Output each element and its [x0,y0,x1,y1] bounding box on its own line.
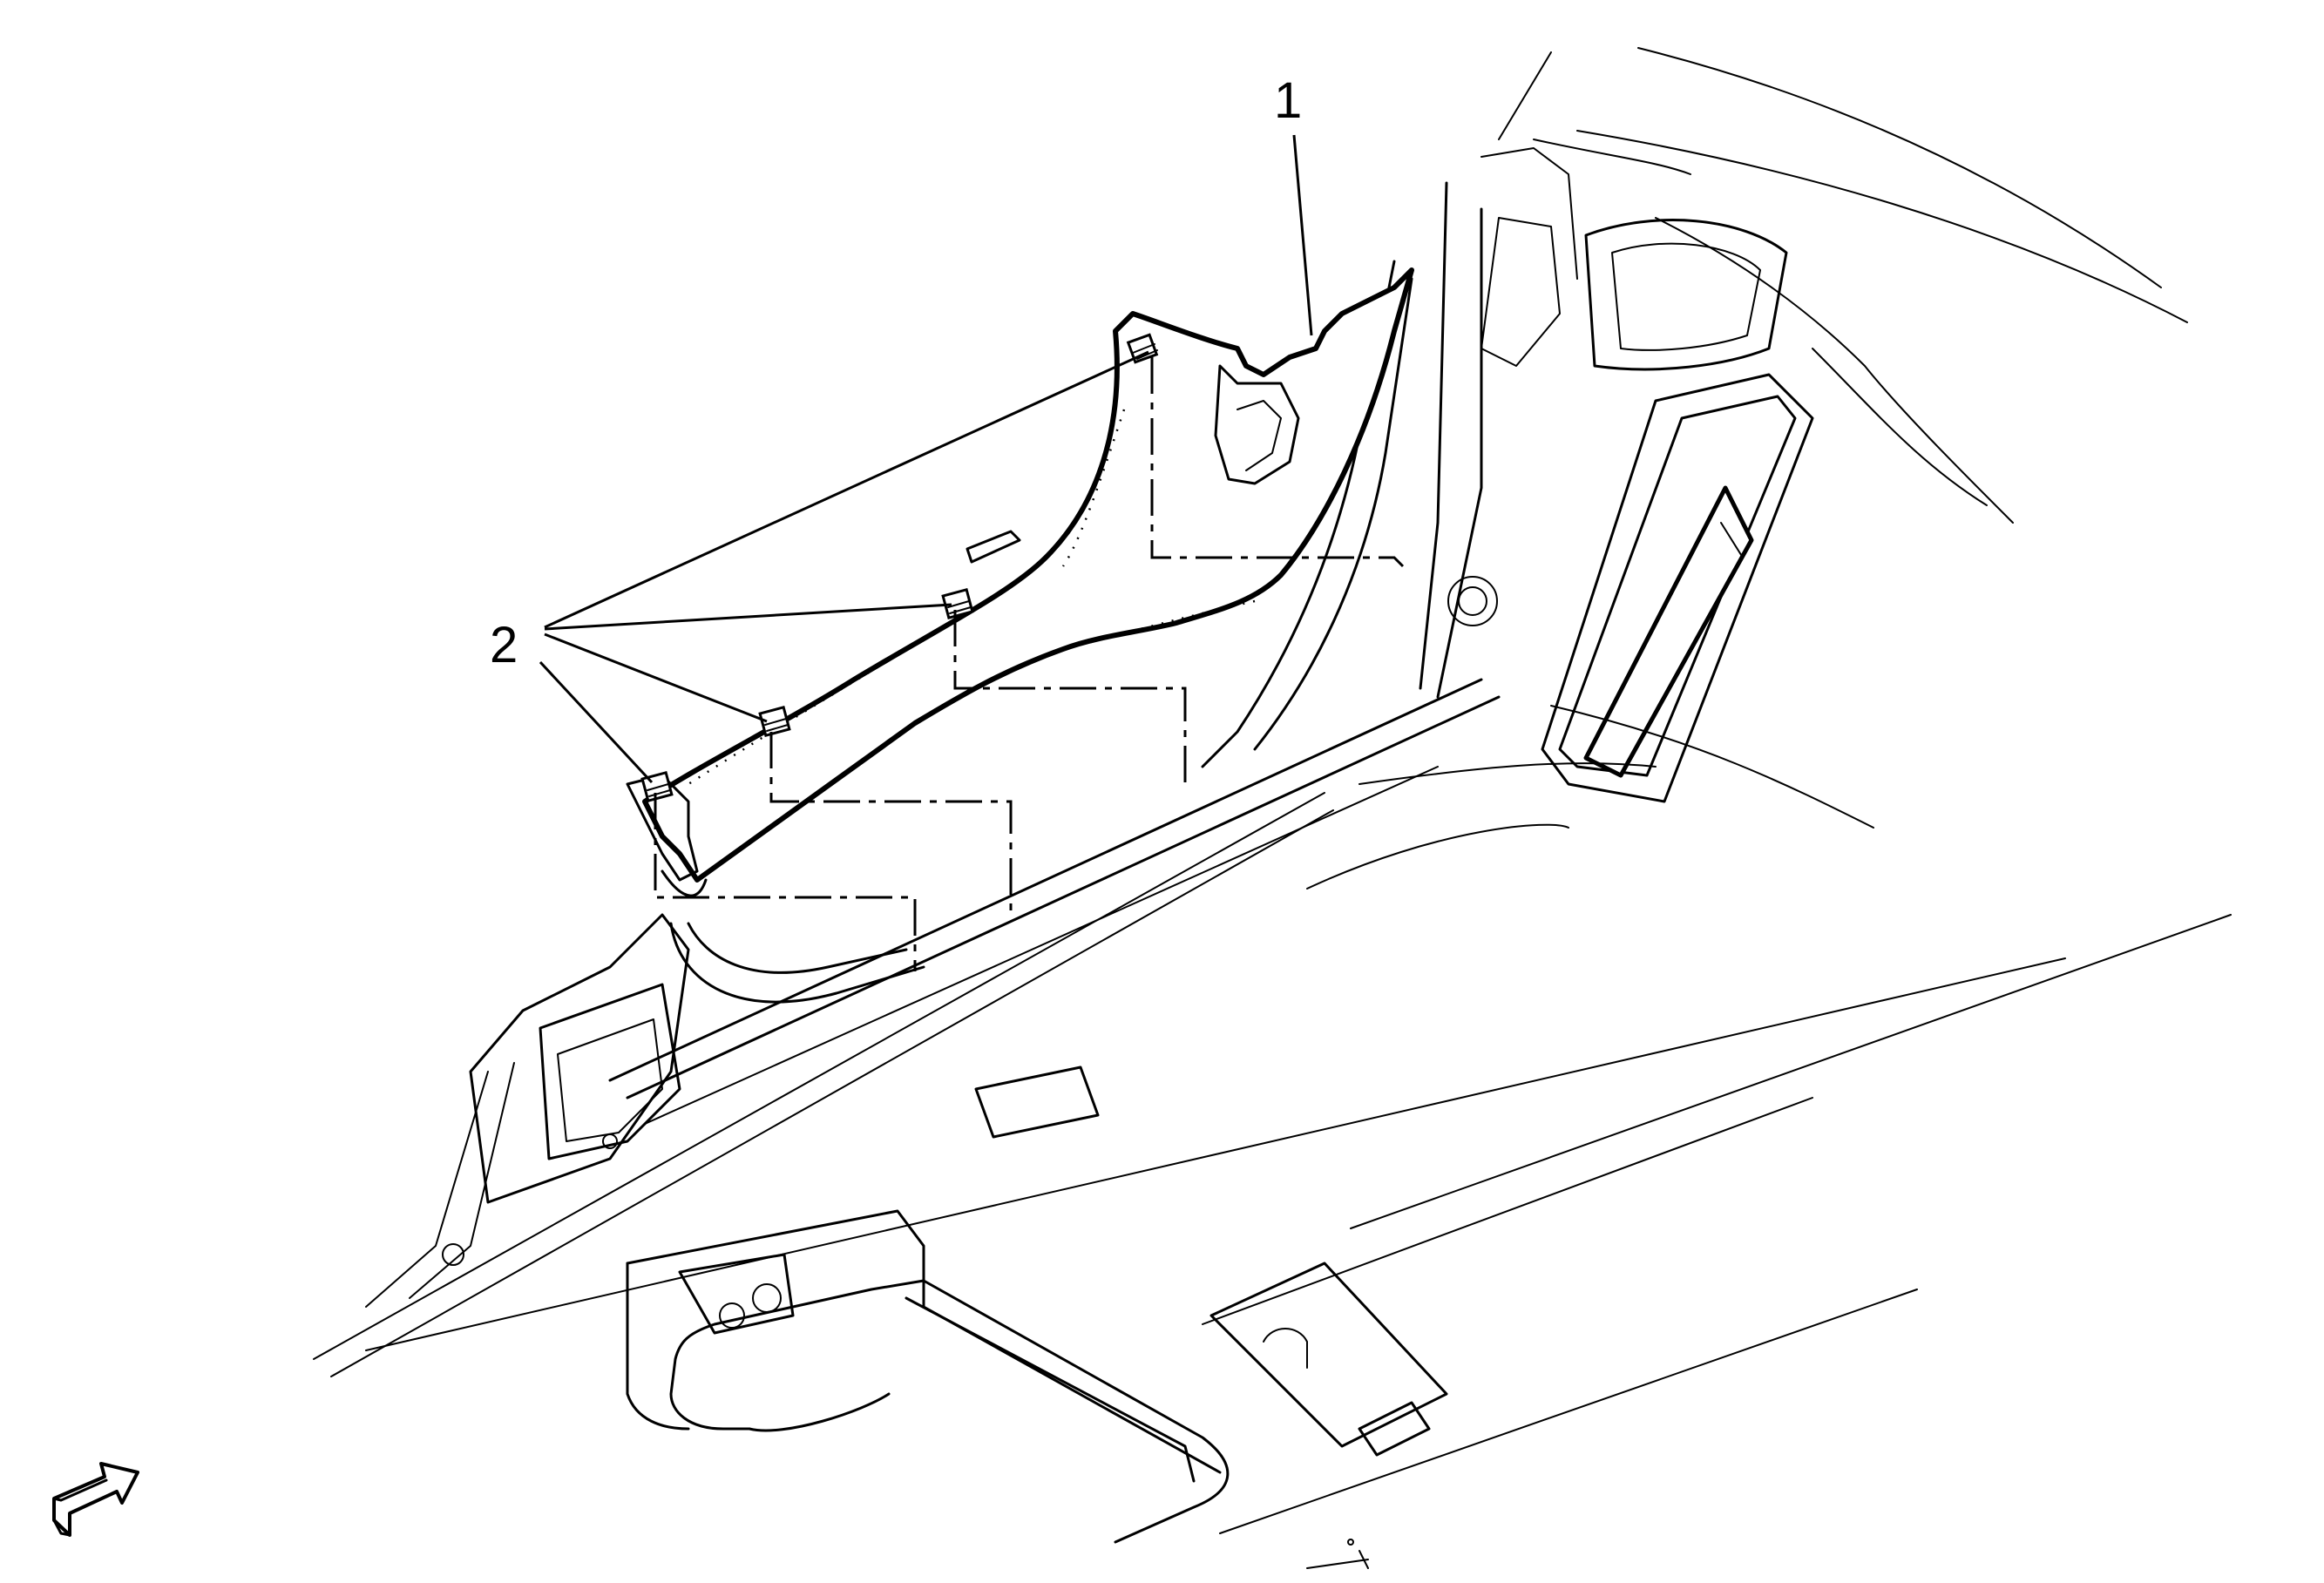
view-direction-arrow-icon [52,1462,139,1537]
callout-leaders [539,134,1313,784]
callout-1: 1 [1274,72,1302,129]
retainer-clip [1126,333,1159,364]
callout-2: 2 [490,617,518,673]
retainer-clip [758,705,791,738]
leader-2d [539,660,654,784]
installation-path-lines [654,357,1405,971]
leader-2a [544,350,1149,629]
leader-2c [544,633,768,723]
leader-1 [1292,134,1313,336]
trim-panel [626,267,1414,897]
vehicle-body-structure [313,47,2232,1569]
retainer-clip [941,587,974,620]
leader-2b [544,603,952,631]
